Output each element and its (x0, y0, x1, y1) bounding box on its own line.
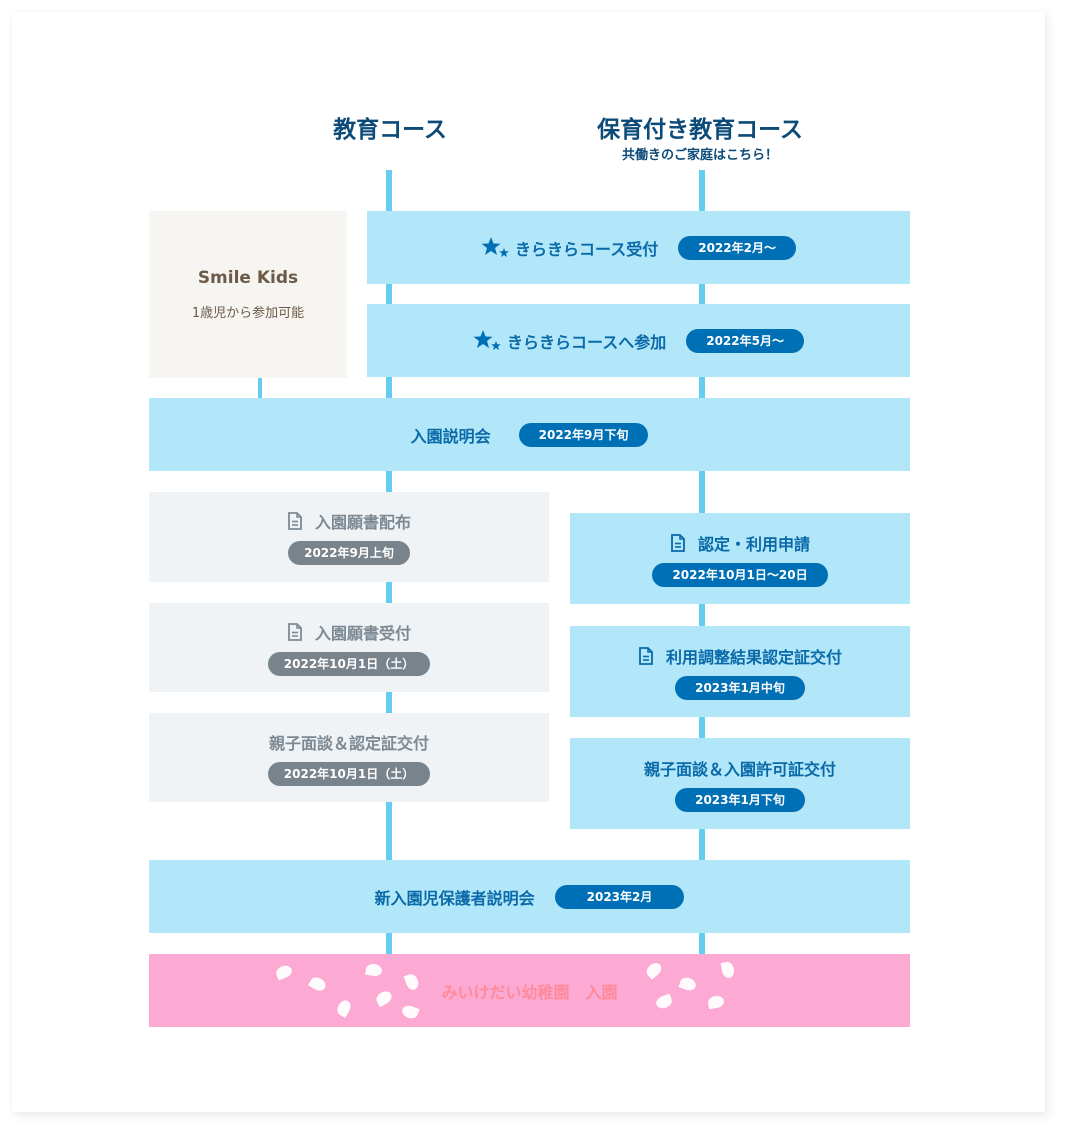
document-icon (639, 646, 653, 665)
education-course-title: 教育コース (333, 117, 447, 143)
briefing-label: 入園説明会 (410, 426, 491, 446)
new-parents-label: 新入園児保護者説明会 (374, 888, 535, 908)
stars-icon (481, 236, 509, 257)
application-distribution-date: 2022年9月上旬 (288, 541, 410, 565)
application-reception-date: 2022年10月1日（土） (267, 651, 431, 676)
interview-edu-step: 親子面談＆認定証交付 2022年10月1日（土） (149, 713, 549, 802)
document-icon (288, 622, 302, 641)
kira-reception-step: きらきらコース受付 2022年2月〜 (367, 211, 910, 284)
document-icon (288, 512, 302, 530)
kira-reception-label: きらきらコース受付 (515, 239, 659, 259)
interview-care-step: 親子面談＆入園許可証交付 2023年1月下旬 (570, 738, 910, 829)
childcare-course-subtitle: 共働きのご家庭はこちら！ (621, 148, 778, 163)
interview-edu-label: 親子面談＆認定証交付 (268, 733, 429, 753)
adjustment-step: 利用調整結果認定証交付 2023年1月中旬 (570, 626, 910, 717)
kira-reception-date: 2022年2月〜 (678, 235, 796, 260)
briefing-step: 入園説明会 2022年9月下旬 (149, 398, 910, 471)
adjustment-label: 利用調整結果認定証交付 (665, 647, 842, 667)
application-distribution-step: 入園願書配布 2022年9月上旬 (149, 492, 549, 582)
application-reception-label: 入園願書受付 (314, 623, 411, 643)
smile-kids-title: Smile Kids (197, 268, 299, 288)
kira-join-date: 2022年5月〜 (686, 328, 804, 353)
adjustment-date: 2023年1月中旬 (675, 675, 805, 700)
certification-label: 認定・利用申請 (697, 534, 810, 554)
stars-icon (473, 329, 501, 350)
childcare-course-title: 保育付き教育コース (597, 117, 803, 143)
certification-step: 認定・利用申請 2022年10月1日〜20日 (570, 513, 910, 604)
interview-care-label: 親子面談＆入園許可証交付 (643, 759, 836, 779)
interview-edu-date: 2022年10月1日（土） (267, 761, 431, 786)
document-icon (671, 533, 685, 552)
new-parents-step: 新入園児保護者説明会 2023年2月 (149, 860, 910, 933)
kira-join-label: きらきらコースへ参加 (507, 332, 667, 352)
smile-kids-connector (258, 378, 262, 398)
smile-kids-box: Smile Kids 1歳児から参加可能 (149, 211, 347, 378)
interview-care-date: 2023年1月下旬 (675, 787, 805, 812)
new-parents-date: 2023年2月 (554, 884, 685, 909)
briefing-date: 2022年9月下旬 (518, 422, 649, 447)
smile-kids-subtitle: 1歳児から参加可能 (191, 306, 305, 321)
application-distribution-label: 入園願書配布 (314, 513, 411, 532)
application-reception-step: 入園願書受付 2022年10月1日（土） (149, 603, 549, 692)
enrollment-label: みいけだい幼稚園 入園 (441, 982, 618, 1002)
certification-date: 2022年10月1日〜20日 (652, 562, 828, 587)
kira-join-step: きらきらコースへ参加 2022年5月〜 (367, 304, 910, 377)
enrollment-step: みいけだい幼稚園 入園 (149, 954, 910, 1027)
